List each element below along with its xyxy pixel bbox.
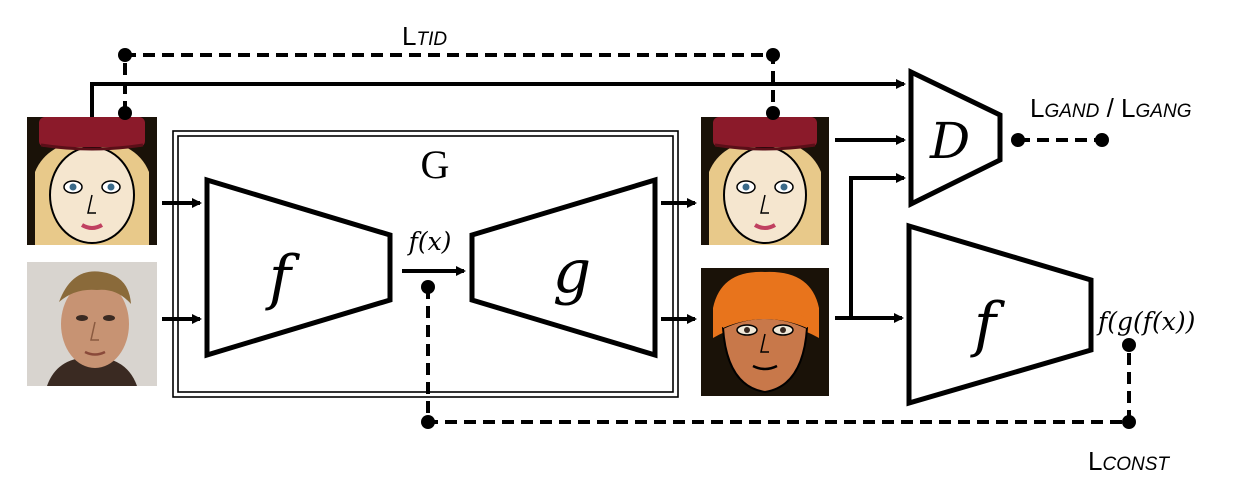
discriminator-block: D bbox=[908, 68, 1003, 209]
loss-gand-sub: GAND bbox=[1044, 101, 1099, 122]
loss-gan-separator: / bbox=[1099, 93, 1121, 123]
loss-const-sub: CONST bbox=[1102, 454, 1170, 475]
output-cartoon-from-photo bbox=[701, 268, 829, 396]
arrow-input-to-discriminator bbox=[90, 79, 906, 117]
loss-gang-main: L bbox=[1121, 93, 1135, 123]
loss-const-label: LCONST bbox=[1088, 446, 1170, 476]
encoder-f-block: f bbox=[204, 176, 393, 359]
loss-gan-label: LGAND / LGANG bbox=[1030, 93, 1191, 123]
reconstruction-label: f(g(f(x)) bbox=[1096, 307, 1195, 336]
loss-const-main: L bbox=[1088, 446, 1102, 476]
loss-tid-main: L bbox=[402, 21, 416, 51]
generator-label: G bbox=[421, 142, 450, 187]
loss-gand-main: L bbox=[1030, 93, 1044, 123]
output-cartoon-face bbox=[701, 117, 829, 245]
input-cartoon-face bbox=[27, 117, 157, 245]
loss-const-connector bbox=[421, 280, 1136, 429]
decoder-g-block: g bbox=[469, 176, 658, 359]
loss-gan-connector bbox=[1011, 133, 1109, 147]
encoding-label: f(x) bbox=[407, 227, 452, 256]
loss-tid-sub: TID bbox=[416, 29, 447, 50]
loss-tid-label: LTID bbox=[402, 21, 447, 51]
discriminator-label: D bbox=[929, 112, 970, 170]
loss-tid-connector bbox=[118, 48, 780, 120]
input-real-photo bbox=[27, 262, 157, 386]
encoder-f-second-block: f bbox=[906, 222, 1094, 407]
loss-gang-sub: GANG bbox=[1136, 101, 1192, 122]
decoder-g-label: g bbox=[553, 237, 591, 307]
arrow-output-photo-to-discriminator bbox=[835, 173, 906, 320]
generator-box: G bbox=[172, 130, 679, 398]
